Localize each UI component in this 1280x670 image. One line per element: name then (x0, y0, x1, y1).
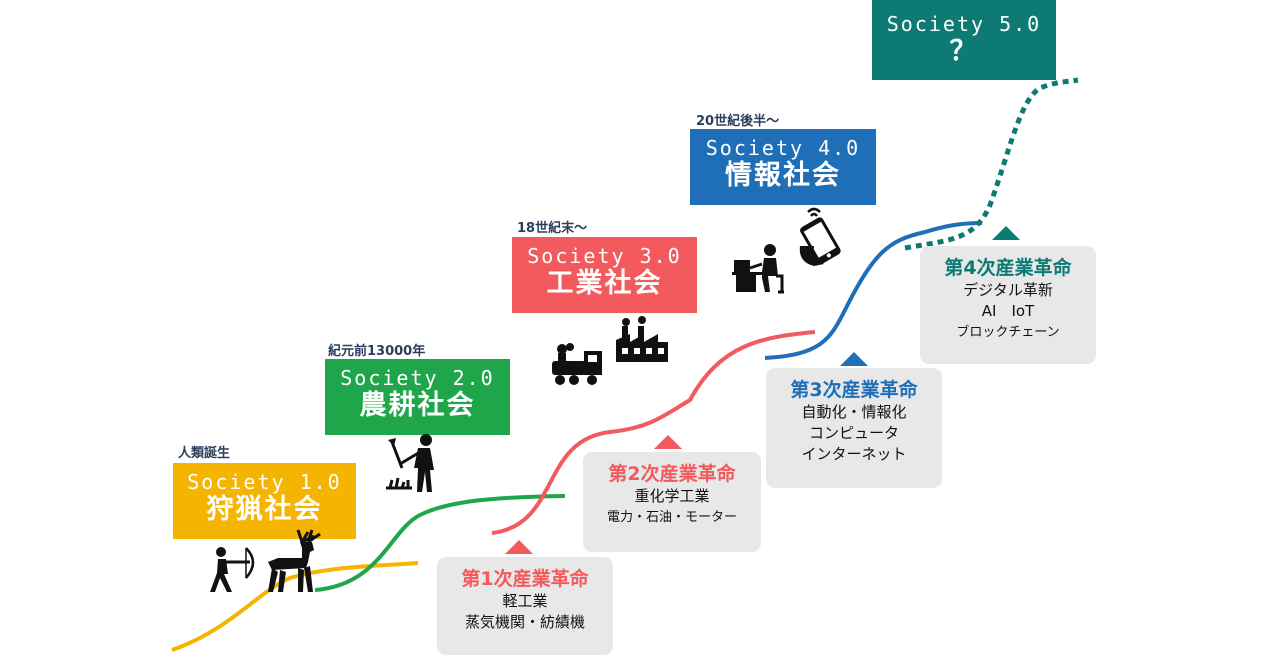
society-3-box: Society 3.0 工業社会 (512, 237, 697, 313)
revolution-4-line-3: ブロックチェーン (956, 325, 1060, 340)
revolution-3-box: 第3次産業革命 自動化・情報化 コンピュータ インターネット (766, 368, 942, 488)
revolution-1-marker (505, 540, 533, 554)
era-label-society-2: 紀元前13000年 (328, 344, 426, 359)
society-5-name: Society 5.0 (886, 12, 1042, 36)
society-4-name: Society 4.0 (705, 136, 861, 160)
curve-society-1 (171, 561, 419, 652)
revolution-3-line-3: インターネット (801, 445, 907, 463)
society-2-jp: 農耕社会 (359, 390, 476, 421)
revolution-3-marker (840, 352, 868, 366)
curve-society-3 (491, 330, 816, 535)
revolution-1-box: 第1次産業革命 軽工業 蒸気機関・紡績機 (437, 557, 613, 655)
era-label-society-1: 人類誕生 (178, 446, 231, 461)
curve-society-2 (314, 494, 566, 592)
society-1-name: Society 1.0 (187, 470, 342, 494)
society-5-jp: ？ (949, 36, 979, 67)
revolution-2-line-1: 重化学工業 (634, 487, 710, 505)
era-label-society-4: 20世紀後半～ (696, 114, 780, 129)
farmer-icon (386, 434, 434, 492)
curve-society-4 (764, 221, 983, 360)
revolution-2-marker (654, 435, 682, 449)
revolution-4-title: 第4次産業革命 (944, 257, 1072, 279)
revolution-1-line-1: 軽工業 (502, 592, 548, 610)
smartphone-icon (799, 207, 841, 266)
curve-society-5 (904, 77, 1079, 251)
deer-icon (268, 529, 321, 592)
revolution-3-line-2: コンピュータ (808, 424, 899, 442)
society-3-jp: 工業社会 (546, 268, 663, 299)
society-2-box: Society 2.0 農耕社会 (325, 359, 510, 435)
revolution-2-title: 第2次産業革命 (608, 463, 736, 485)
revolution-2-line-2: 電力・石油・モーター (606, 510, 737, 525)
revolution-1-line-2: 蒸気機関・紡績機 (464, 613, 585, 631)
revolution-2-box: 第2次産業革命 重化学工業 電力・石油・モーター (583, 452, 761, 552)
society-1-box: Society 1.0 狩猟社会 (173, 463, 356, 539)
computer-worker-icon (732, 244, 784, 294)
revolution-3-line-1: 自動化・情報化 (801, 403, 907, 421)
revolution-4-line-2: AI IoT (981, 302, 1035, 320)
society-4-jp: 情報社会 (725, 160, 841, 191)
revolution-4-line-1: デジタル革新 (963, 281, 1053, 299)
society-5-box: Society 5.0 ？ (872, 0, 1056, 80)
society-4-box: Society 4.0 情報社会 (690, 129, 876, 205)
society-2-name: Society 2.0 (340, 366, 495, 390)
revolution-4-marker (992, 226, 1020, 240)
revolution-3-title: 第3次産業革命 (790, 379, 918, 401)
revolution-4-box: 第4次産業革命 デジタル革新 AI IoT ブロックチェーン (920, 246, 1096, 364)
factory-icon (616, 316, 668, 362)
revolution-1-title: 第1次産業革命 (461, 568, 589, 590)
society-3-name: Society 3.0 (527, 244, 682, 268)
steam-train-icon (552, 343, 602, 385)
era-label-society-3: 18世紀末～ (517, 221, 588, 236)
society-1-jp: 狩猟社会 (206, 494, 323, 525)
archer-icon (210, 547, 255, 592)
